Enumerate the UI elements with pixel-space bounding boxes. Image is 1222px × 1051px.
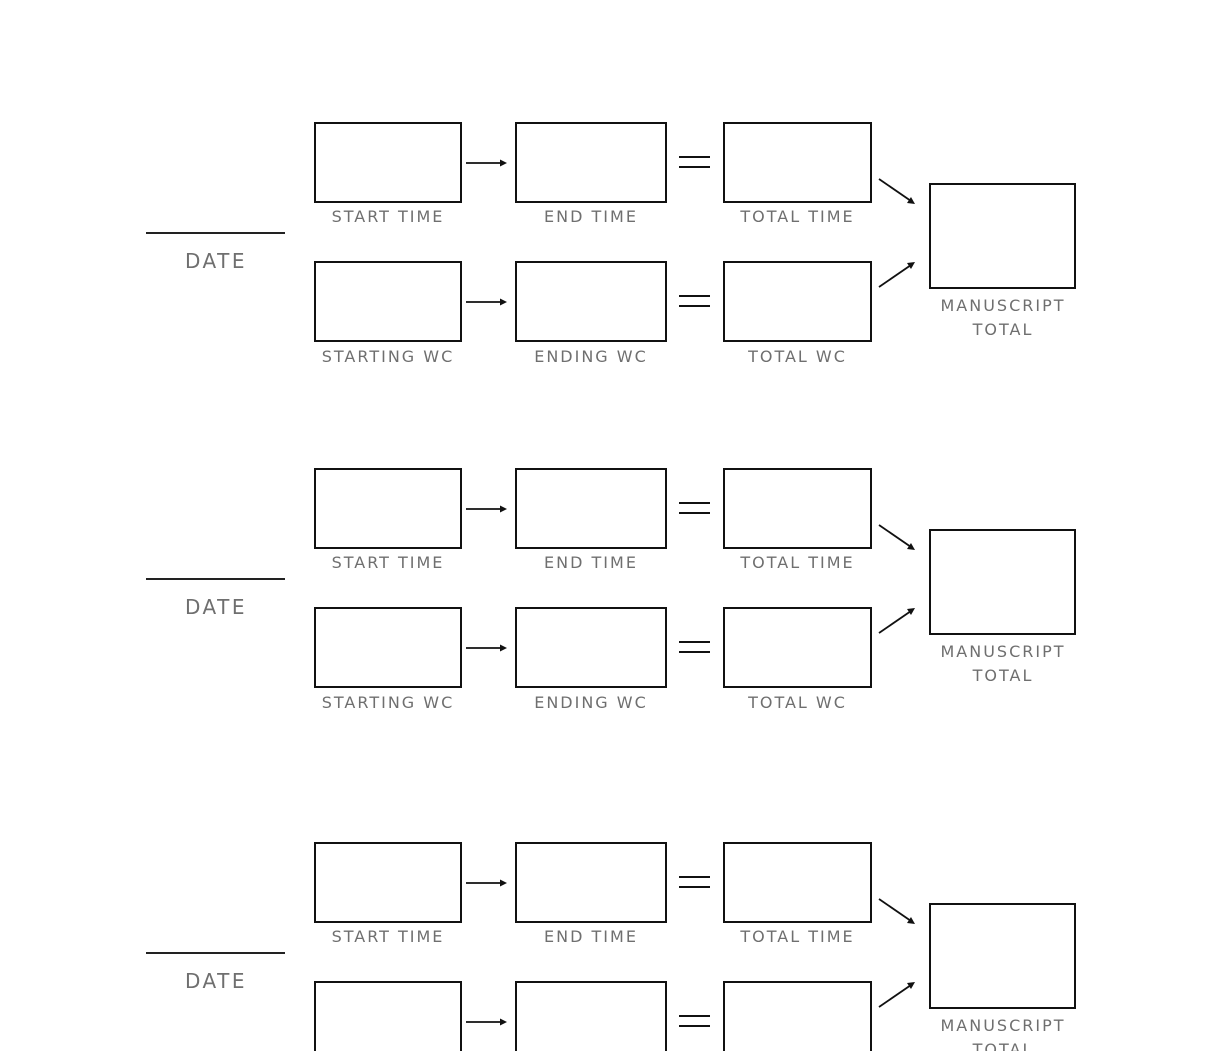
manuscript-total-box[interactable]: [929, 529, 1076, 635]
session-block-2: DATE START TIME END TIME TOTAL TIME STAR…: [0, 468, 1222, 728]
date-line[interactable]: [146, 578, 285, 580]
arrow-right-icon: [466, 1018, 507, 1026]
arrow-right-icon: [466, 159, 507, 167]
manuscript-total-label: MANUSCRIPT TOTAL: [930, 294, 1076, 342]
manuscript-total-label: MANUSCRIPT TOTAL: [930, 1014, 1076, 1051]
manuscript-label-line2: TOTAL: [972, 320, 1034, 339]
start-time-box[interactable]: [314, 122, 462, 203]
arrow-down-right-icon: [878, 524, 915, 550]
equals-icon: [679, 1015, 710, 1027]
arrow-down-right-icon: [878, 898, 915, 924]
total-time-box[interactable]: [723, 842, 872, 923]
total-time-box[interactable]: [723, 122, 872, 203]
starting-wc-box[interactable]: [314, 607, 462, 688]
equals-icon: [679, 156, 710, 168]
equals-icon: [679, 876, 710, 888]
total-wc-box[interactable]: [723, 261, 872, 342]
start-time-box[interactable]: [314, 468, 462, 549]
arrow-down-right-icon: [878, 178, 915, 204]
date-label: DATE: [184, 595, 248, 619]
starting-wc-label: STARTING WC: [321, 693, 455, 712]
manuscript-total-label: MANUSCRIPT TOTAL: [930, 640, 1076, 688]
manuscript-label-line1: MANUSCRIPT: [940, 642, 1066, 661]
end-time-box[interactable]: [515, 122, 667, 203]
manuscript-label-line2: TOTAL: [972, 666, 1034, 685]
end-time-box[interactable]: [515, 468, 667, 549]
start-time-label: START TIME: [331, 207, 445, 226]
total-wc-box[interactable]: [723, 607, 872, 688]
arrow-up-right-icon: [878, 262, 915, 288]
arrow-right-icon: [466, 644, 507, 652]
end-time-box[interactable]: [515, 842, 667, 923]
total-time-label: TOTAL TIME: [740, 207, 855, 226]
start-time-box[interactable]: [314, 842, 462, 923]
session-block-1: DATE START TIME END TIME TOTAL TIME STAR…: [0, 122, 1222, 382]
ending-wc-box[interactable]: [515, 981, 667, 1051]
end-time-label: END TIME: [544, 207, 638, 226]
end-time-label: END TIME: [544, 927, 638, 946]
manuscript-label-line1: MANUSCRIPT: [940, 296, 1066, 315]
start-time-label: START TIME: [331, 927, 445, 946]
equals-icon: [679, 502, 710, 514]
arrow-up-right-icon: [878, 608, 915, 634]
total-wc-box[interactable]: [723, 981, 872, 1051]
starting-wc-label: STARTING WC: [321, 347, 455, 366]
arrow-up-right-icon: [878, 982, 915, 1008]
starting-wc-box[interactable]: [314, 261, 462, 342]
ending-wc-label: ENDING WC: [534, 347, 648, 366]
end-time-label: END TIME: [544, 553, 638, 572]
start-time-label: START TIME: [331, 553, 445, 572]
ending-wc-label: ENDING WC: [534, 693, 648, 712]
arrow-right-icon: [466, 505, 507, 513]
arrow-right-icon: [466, 298, 507, 306]
ending-wc-box[interactable]: [515, 261, 667, 342]
total-wc-label: TOTAL WC: [748, 693, 847, 712]
starting-wc-box[interactable]: [314, 981, 462, 1051]
date-line[interactable]: [146, 232, 285, 234]
equals-icon: [679, 295, 710, 307]
manuscript-label-line2: TOTAL: [972, 1040, 1034, 1051]
total-time-box[interactable]: [723, 468, 872, 549]
total-time-label: TOTAL TIME: [740, 927, 855, 946]
manuscript-total-box[interactable]: [929, 903, 1076, 1009]
equals-icon: [679, 641, 710, 653]
session-block-3: DATE START TIME END TIME TOTAL TIME STAR…: [0, 842, 1222, 1051]
total-time-label: TOTAL TIME: [740, 553, 855, 572]
arrow-right-icon: [466, 879, 507, 887]
date-line[interactable]: [146, 952, 285, 954]
manuscript-total-box[interactable]: [929, 183, 1076, 289]
ending-wc-box[interactable]: [515, 607, 667, 688]
manuscript-label-line1: MANUSCRIPT: [940, 1016, 1066, 1035]
date-label: DATE: [184, 969, 248, 993]
total-wc-label: TOTAL WC: [748, 347, 847, 366]
date-label: DATE: [184, 249, 248, 273]
